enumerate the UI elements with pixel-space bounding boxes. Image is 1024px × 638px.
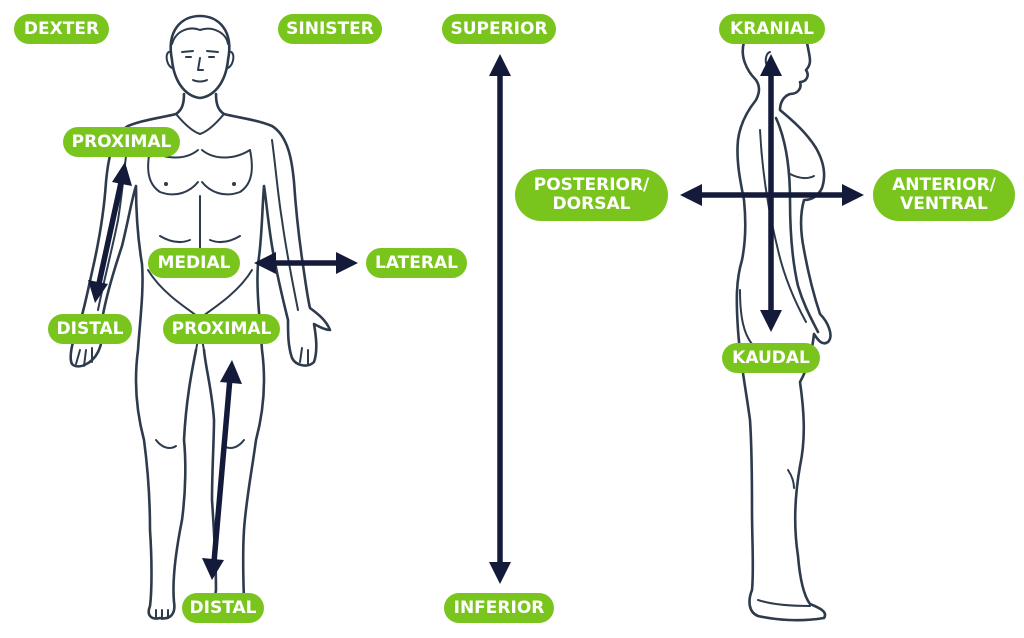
proximal-leg-label: PROXIMAL [163, 314, 280, 344]
posterior-anterior-arrow [680, 184, 864, 206]
arm-proximal-distal-arrow [88, 162, 132, 303]
medial-lateral-arrow [254, 252, 358, 274]
lateral-label: LATERAL [366, 248, 467, 278]
dexter-label: DEXTER [14, 14, 109, 44]
side-body-figure [735, 21, 832, 622]
kranial-label: KRANIAL [719, 14, 825, 44]
posterior-dorsal-label: POSTERIOR/ DORSAL [515, 169, 668, 221]
side-profile-front [735, 21, 832, 622]
front-torso-outline [69, 92, 198, 620]
kaudal-label: KAUDAL [722, 343, 820, 373]
superior-label: SUPERIOR [442, 14, 556, 44]
side-arm [774, 116, 820, 334]
inferior-label: INFERIOR [444, 593, 554, 623]
proximal-arm-label: PROXIMAL [63, 127, 180, 157]
front-head [169, 14, 231, 100]
distal-arm-label: DISTAL [48, 314, 132, 344]
sinister-label: SINISTER [278, 14, 382, 44]
medial-label: MEDIAL [148, 248, 240, 278]
superior-inferior-arrow [489, 54, 511, 584]
leg-proximal-distal-arrow [202, 360, 242, 580]
distal-leg-label: DISTAL [182, 593, 264, 623]
anterior-ventral-label: ANTERIOR/ VENTRAL [873, 169, 1015, 221]
